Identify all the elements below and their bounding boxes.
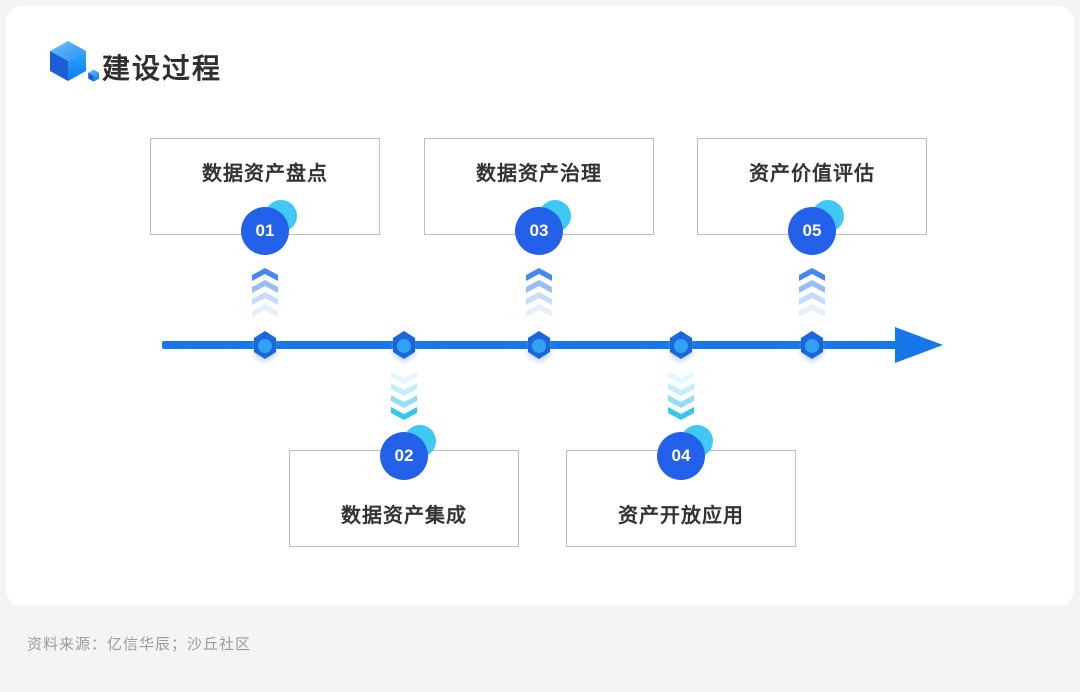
chevron-up-icon bbox=[799, 268, 825, 317]
hexagon-node-icon bbox=[670, 331, 692, 359]
badge-number: 05 bbox=[802, 221, 822, 240]
page-title: 建设过程 bbox=[102, 53, 223, 84]
badge-circle: 02 bbox=[380, 432, 428, 480]
cube-logo-icon bbox=[50, 41, 99, 82]
content-card: 建设过程 数据资产盘点 数据资产治理 资产价值评估 数据资产集成 资产开放应用 bbox=[6, 6, 1074, 606]
stage-label: 数据资产治理 bbox=[476, 163, 602, 185]
stage-label: 资产价值评估 bbox=[749, 163, 875, 185]
chevron-up-icon bbox=[526, 268, 552, 317]
stage-badge-4: 04 bbox=[653, 420, 717, 484]
badge-number: 01 bbox=[255, 221, 275, 240]
chevron-down-icon bbox=[391, 371, 417, 420]
hexagon-node-icon bbox=[528, 331, 550, 359]
hexagon-node-icon bbox=[254, 331, 276, 359]
hexagon-node-icon bbox=[801, 331, 823, 359]
badge-circle: 04 bbox=[657, 432, 705, 480]
stage-label: 资产开放应用 bbox=[618, 505, 744, 527]
stage-badge-1: 01 bbox=[237, 195, 301, 259]
chevron-up-icon bbox=[252, 268, 278, 317]
source-note: 资料来源：亿信华辰；沙丘社区 bbox=[27, 636, 252, 653]
hexagon-node-icon bbox=[393, 331, 415, 359]
chevron-down-icon bbox=[668, 371, 694, 420]
badge-number: 03 bbox=[529, 221, 549, 240]
stage-badge-3: 03 bbox=[511, 195, 575, 259]
badge-number: 04 bbox=[671, 446, 691, 465]
badge-number: 02 bbox=[394, 446, 414, 465]
stage-label: 数据资产集成 bbox=[341, 505, 467, 527]
stage-label: 数据资产盘点 bbox=[202, 163, 328, 185]
badge-circle: 01 bbox=[241, 207, 289, 255]
badge-circle: 03 bbox=[515, 207, 563, 255]
stage-badge-5: 05 bbox=[784, 195, 848, 259]
badge-circle: 05 bbox=[788, 207, 836, 255]
stage-badge-2: 02 bbox=[376, 420, 440, 484]
timeline-arrowhead-icon bbox=[895, 327, 943, 363]
